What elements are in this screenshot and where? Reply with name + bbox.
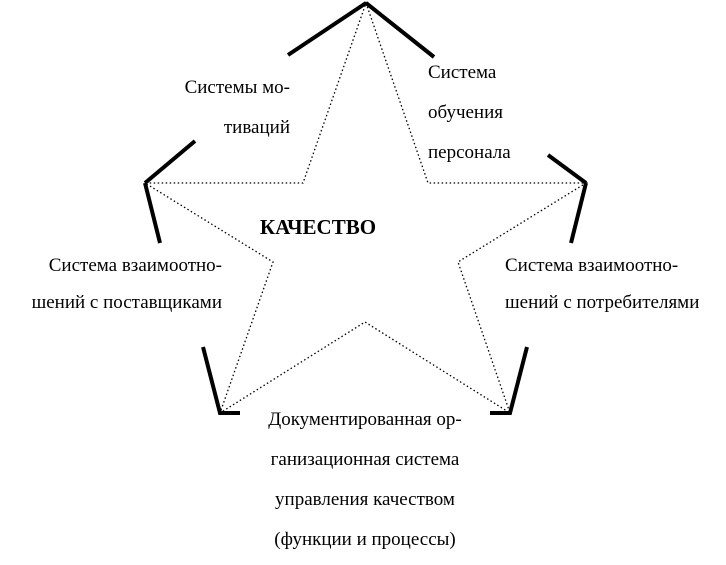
label-documented-system-line2: ганизационная система <box>270 449 460 470</box>
pentagon-corner-bottom-right <box>490 346 529 415</box>
label-training-system-line2: обучения <box>428 102 504 123</box>
label-supplier-relations-line1: Система взаимоотно- <box>48 255 222 276</box>
pentagon-edge-left-side <box>143 182 162 244</box>
pentagon-edge-right-side <box>569 182 588 244</box>
pentagon-edge-upper-right <box>546 153 588 185</box>
label-training-system-line3: персонала <box>428 142 511 163</box>
label-customer-relations-line2: шений с потребителями <box>505 292 700 313</box>
label-customer-relations-line1: Система взаимоотно- <box>505 255 679 276</box>
center-title-quality: КАЧЕСТВО <box>259 215 377 239</box>
pentagon-edge-upper-left <box>143 139 197 185</box>
label-motivation-systems-line1: Системы мо- <box>184 77 290 98</box>
label-documented-system-line3: управления качеством <box>275 489 455 510</box>
label-motivation-systems-line2: тиваций <box>223 117 290 138</box>
pentagon-edge-top-right <box>364 1 436 59</box>
label-documented-system-line4: (функции и процессы) <box>274 529 456 550</box>
label-supplier-relations-line2: шений с поставщиками <box>31 292 222 313</box>
pentagon-corner-bottom-left <box>201 346 240 415</box>
dotted-star-outline <box>142 1 589 415</box>
label-documented-system-line1: Документированная ор- <box>268 409 462 430</box>
label-training-system-line1: Система <box>428 62 497 83</box>
pentagon-edge-top-left <box>286 1 368 57</box>
pentagon-frame <box>143 1 588 415</box>
